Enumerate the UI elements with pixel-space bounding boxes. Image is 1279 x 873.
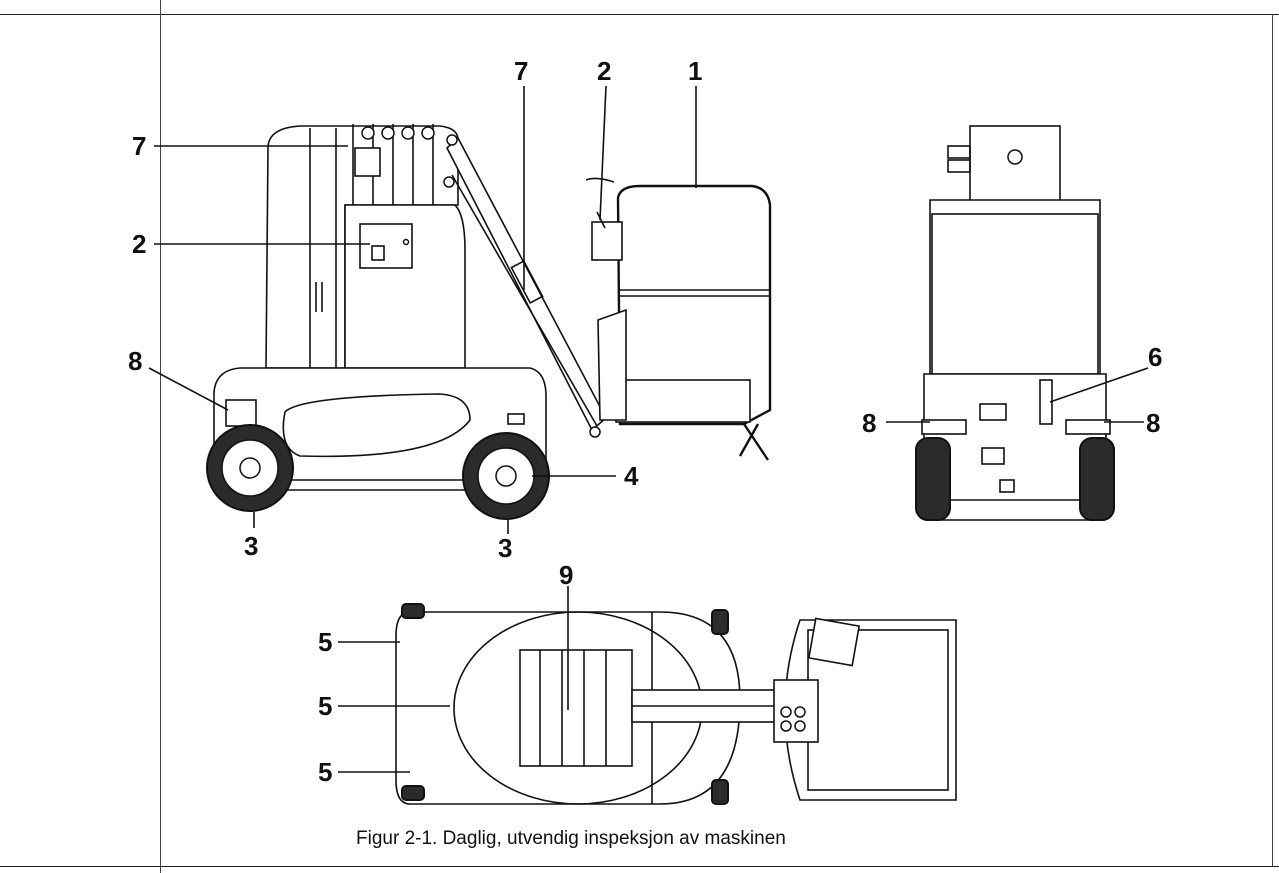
callout-8-rear-right: 8 [1146, 408, 1160, 438]
chassis-base [213, 367, 547, 491]
frame-right-rule [1272, 14, 1273, 867]
callout-6: 6 [1148, 342, 1162, 372]
callout-3-front: 3 [498, 533, 512, 563]
callout-5-a: 5 [318, 627, 332, 657]
mast-tower [265, 125, 459, 369]
callout-2-left: 2 [132, 229, 146, 259]
pothole-guard-right [1065, 419, 1111, 435]
top-view [395, 603, 957, 805]
rear-left-tire [915, 437, 951, 521]
margin-rule [160, 0, 161, 873]
figure-caption: Figur 2-1. Daglig, utvendig inspeksjon a… [356, 828, 786, 849]
frame-top-rule [0, 14, 1279, 15]
platform-rail [616, 184, 772, 426]
platform-control-box [591, 221, 623, 261]
callout-9: 9 [559, 560, 573, 590]
callout-8-rear-left: 8 [862, 408, 876, 438]
leader-lines [148, 85, 1149, 773]
callout-5-b: 5 [318, 691, 332, 721]
rear-right-tire [1079, 437, 1115, 521]
callout-2-top: 2 [597, 56, 611, 86]
callout-8-left: 8 [128, 346, 142, 376]
rear-view [915, 125, 1115, 521]
mast-plate [354, 147, 381, 177]
callout-labels: 7 2 1 7 2 8 3 3 4 6 8 8 9 5 5 5 [128, 56, 1162, 787]
callout-5-c: 5 [318, 757, 332, 787]
ground-control-box [359, 223, 413, 269]
platform-floor [615, 379, 751, 423]
frame-bottom-rule [0, 866, 1279, 867]
pothole-guard-rear [225, 399, 257, 427]
callout-4: 4 [624, 461, 639, 491]
callout-7-left: 7 [132, 131, 146, 161]
mast-sections-top [519, 649, 633, 767]
callout-1: 1 [688, 56, 702, 86]
side-view [206, 124, 772, 520]
pothole-guard-left [921, 419, 967, 435]
callout-7-top: 7 [514, 56, 528, 86]
callout-3-rear: 3 [244, 531, 258, 561]
